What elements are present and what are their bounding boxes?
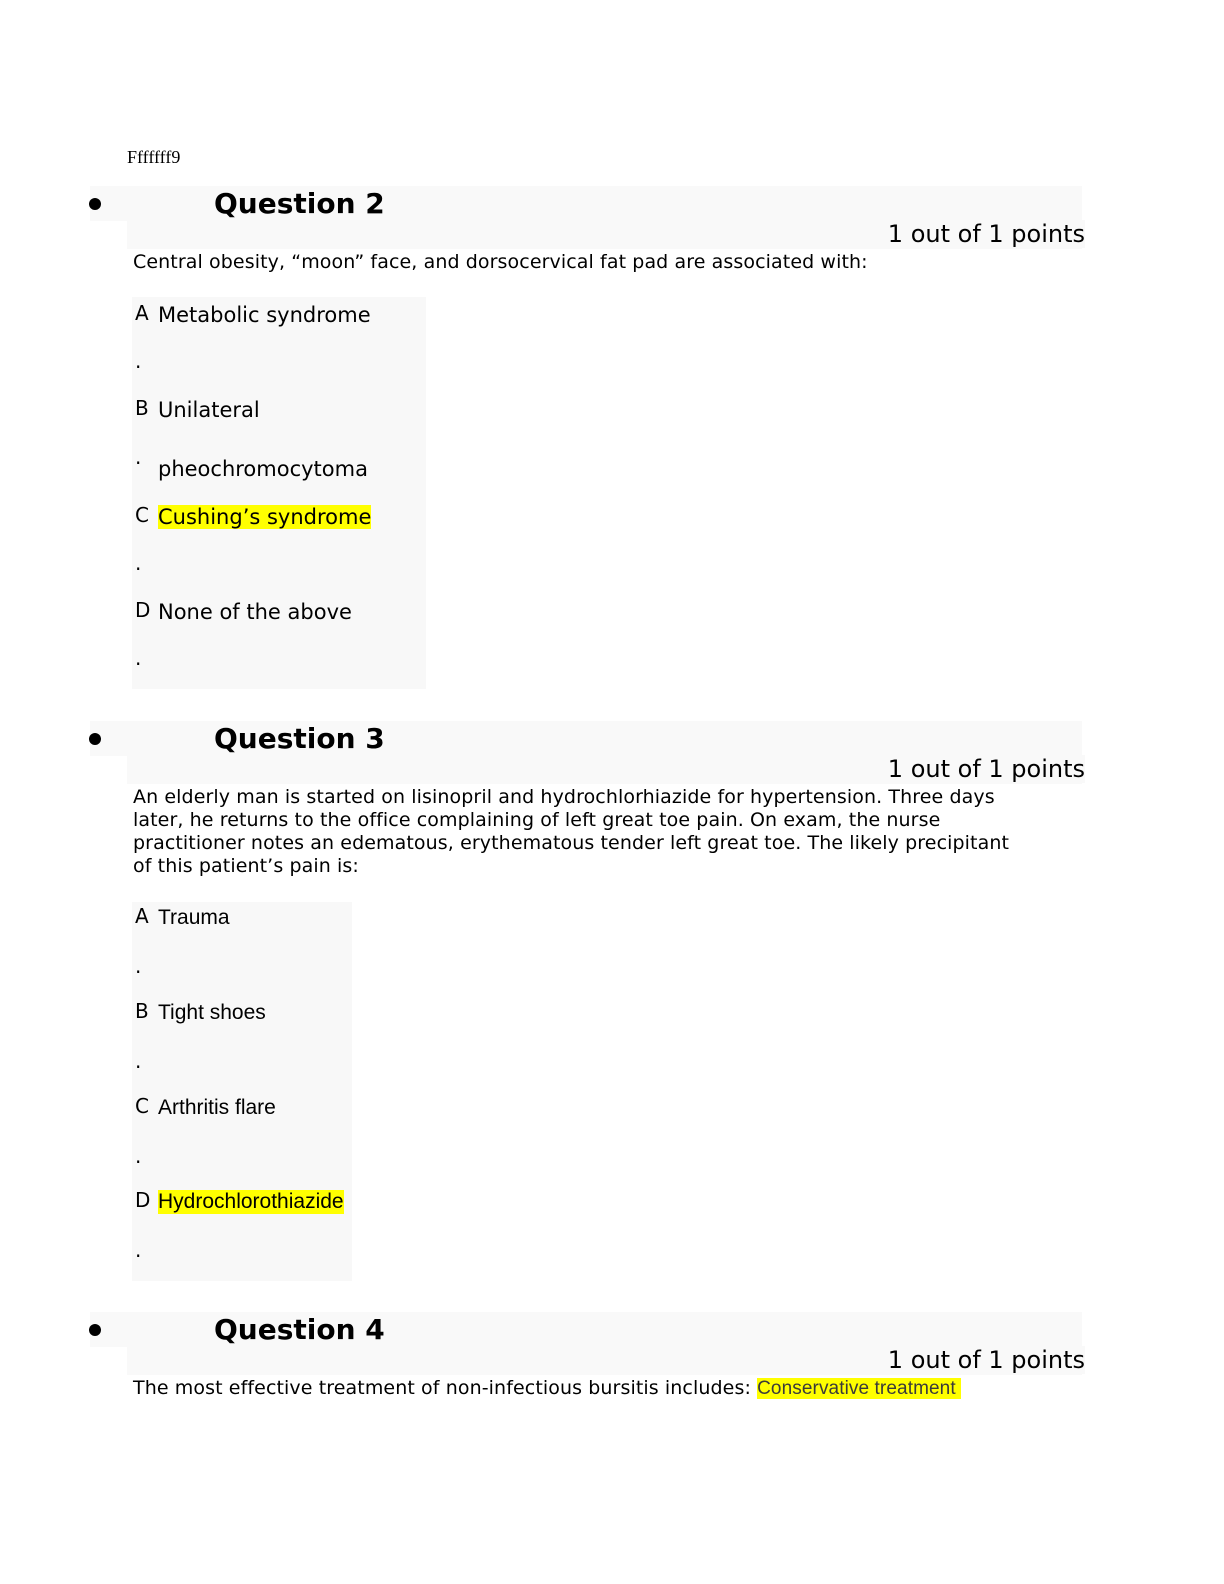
question-title: Question 4: [214, 1313, 385, 1346]
answer-options: A Trauma . B Tight shoes . C Arthritis f…: [132, 902, 352, 1281]
option-separator: .: [135, 954, 142, 978]
question-header-bg: [90, 1312, 1082, 1347]
question-points: 1 out of 1 points: [885, 220, 1085, 248]
option-text: None of the above: [158, 600, 352, 624]
question-title: Question 2: [214, 187, 385, 220]
option-letter: B: [135, 999, 149, 1023]
question-header-bg: [90, 186, 1082, 221]
option-text: Tight shoes: [158, 1001, 266, 1024]
option-separator: .: [135, 1144, 142, 1168]
answer-options: A Metabolic syndrome . B Unilateral . ph…: [132, 297, 426, 689]
bullet-icon: [89, 198, 101, 210]
bullet-icon: [89, 733, 101, 745]
option-separator: .: [135, 445, 142, 469]
option-letter: C: [135, 1094, 149, 1118]
option-letter: A: [135, 301, 149, 325]
option-separator: .: [135, 1049, 142, 1073]
option-separator: .: [135, 349, 142, 373]
question-points: 1 out of 1 points: [885, 1346, 1085, 1374]
option-separator: .: [135, 551, 142, 575]
option-letter: D: [135, 598, 151, 622]
option-letter: D: [135, 1188, 151, 1212]
option-separator: .: [135, 646, 142, 670]
option-text: Metabolic syndrome: [158, 303, 371, 327]
option-text-selected: Cushing’s syndrome: [158, 505, 372, 529]
option-letter: C: [135, 503, 149, 527]
question-text: An elderly man is started on lisinopril …: [133, 786, 1010, 877]
question-points: 1 out of 1 points: [885, 755, 1085, 783]
option-text: Trauma: [158, 906, 230, 929]
option-letter: B: [135, 396, 149, 420]
bullet-icon: [89, 1324, 101, 1336]
document-label: Fffffff9: [127, 147, 181, 167]
question-text: The most effective treatment of non-infe…: [133, 1377, 751, 1399]
option-letter: A: [135, 904, 149, 928]
option-text: Arthritis flare: [158, 1096, 276, 1119]
question-title: Question 3: [214, 722, 385, 755]
question-text-row: The most effective treatment of non-infe…: [133, 1377, 961, 1400]
option-text: Unilateral: [158, 398, 260, 422]
option-text-selected: Hydrochlorothiazide: [158, 1190, 344, 1214]
option-text: pheochromocytoma: [158, 457, 368, 481]
option-separator: .: [135, 1238, 142, 1262]
selected-answer: Conservative treatment: [757, 1378, 961, 1399]
question-text: Central obesity, “moon” face, and dorsoc…: [133, 251, 868, 273]
question-header-bg: [90, 721, 1082, 756]
